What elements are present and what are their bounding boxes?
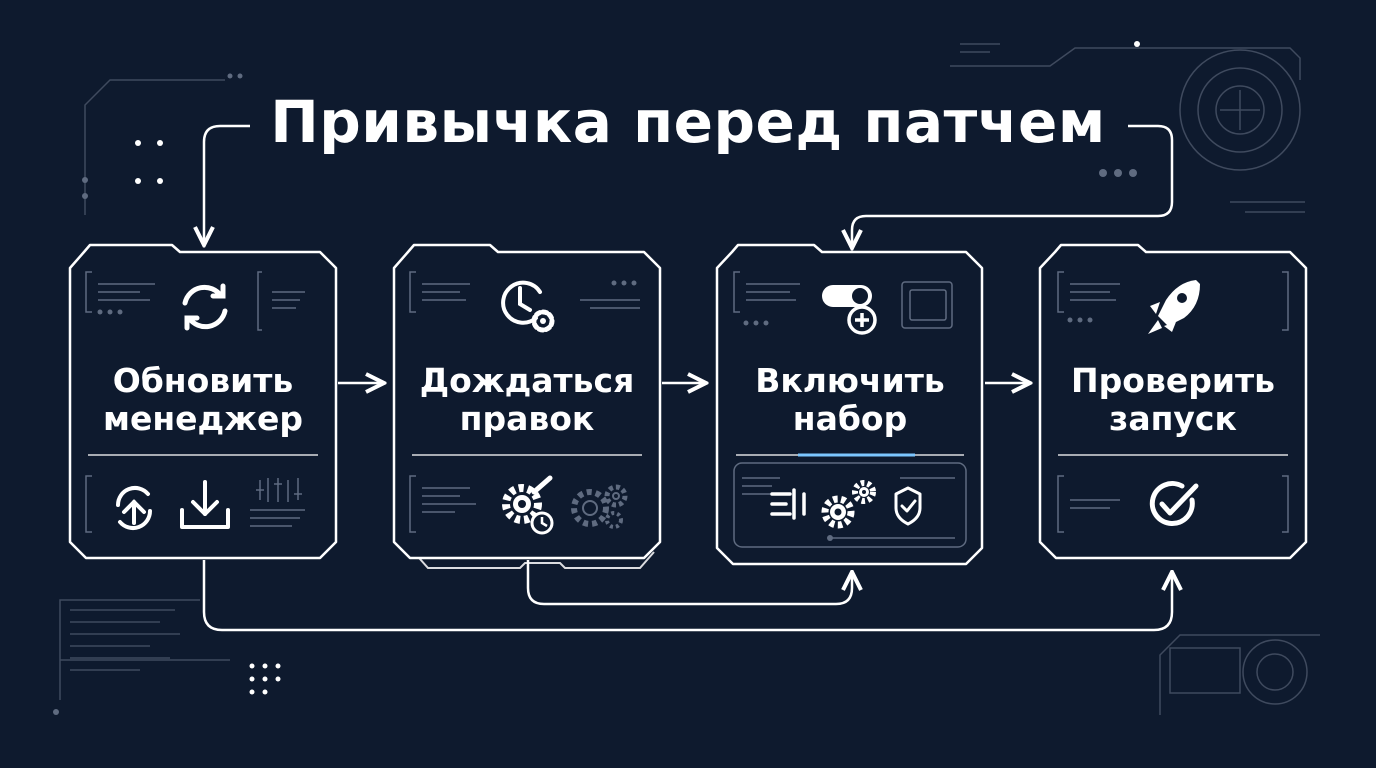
connector-step-1-to-4-bottom (202, 560, 1172, 632)
shield-check-icon (894, 486, 922, 526)
connector-title-to-step-3 (852, 124, 1174, 248)
step-label-3-line-1: Включить (755, 361, 945, 400)
step-card-3 (715, 243, 984, 566)
step-label-1: Обновить менеджер (70, 362, 336, 438)
background-dots-muted (53, 73, 1137, 715)
step-label-2-line-1: Дождаться (419, 361, 635, 400)
step-label-2: Дождаться правок (394, 362, 660, 438)
refresh-icon (182, 283, 228, 331)
step-label-3: Включить набор (717, 362, 983, 438)
connector-step-2-to-3-bottom (526, 560, 852, 606)
connector-title-to-step-1 (204, 124, 250, 245)
sliders-icon (256, 478, 302, 502)
step-card-2 (392, 243, 662, 569)
wrench-gear-clock-icon (502, 475, 554, 535)
step-label-4-line-1: Проверить (1071, 361, 1275, 400)
rocket-icon (1148, 280, 1200, 334)
gears-icon-muted (571, 484, 628, 529)
clock-gear-icon (501, 280, 555, 333)
filter-icon (770, 488, 806, 520)
gears-icon (821, 480, 876, 529)
diagram-title: Привычка перед патчем (270, 88, 1106, 156)
step-label-2-line-2: правок (459, 399, 595, 438)
step-label-3-line-2: набор (792, 399, 908, 438)
check-circle-icon (1149, 481, 1199, 526)
step-label-1-line-2: менеджер (102, 399, 304, 438)
connectors (202, 124, 1174, 632)
download-icon (180, 480, 230, 529)
background-dots (135, 41, 1140, 695)
step-card-1 (68, 243, 338, 560)
upload-sync-icon (115, 485, 153, 531)
step-label-4: Проверить запуск (1040, 362, 1306, 438)
step-label-4-line-2: запуск (1109, 399, 1237, 438)
step-label-1-line-1: Обновить (112, 361, 294, 400)
step-card-4 (1038, 243, 1308, 560)
toggle-plus-icon (822, 285, 877, 335)
background-decor (59, 43, 1320, 715)
